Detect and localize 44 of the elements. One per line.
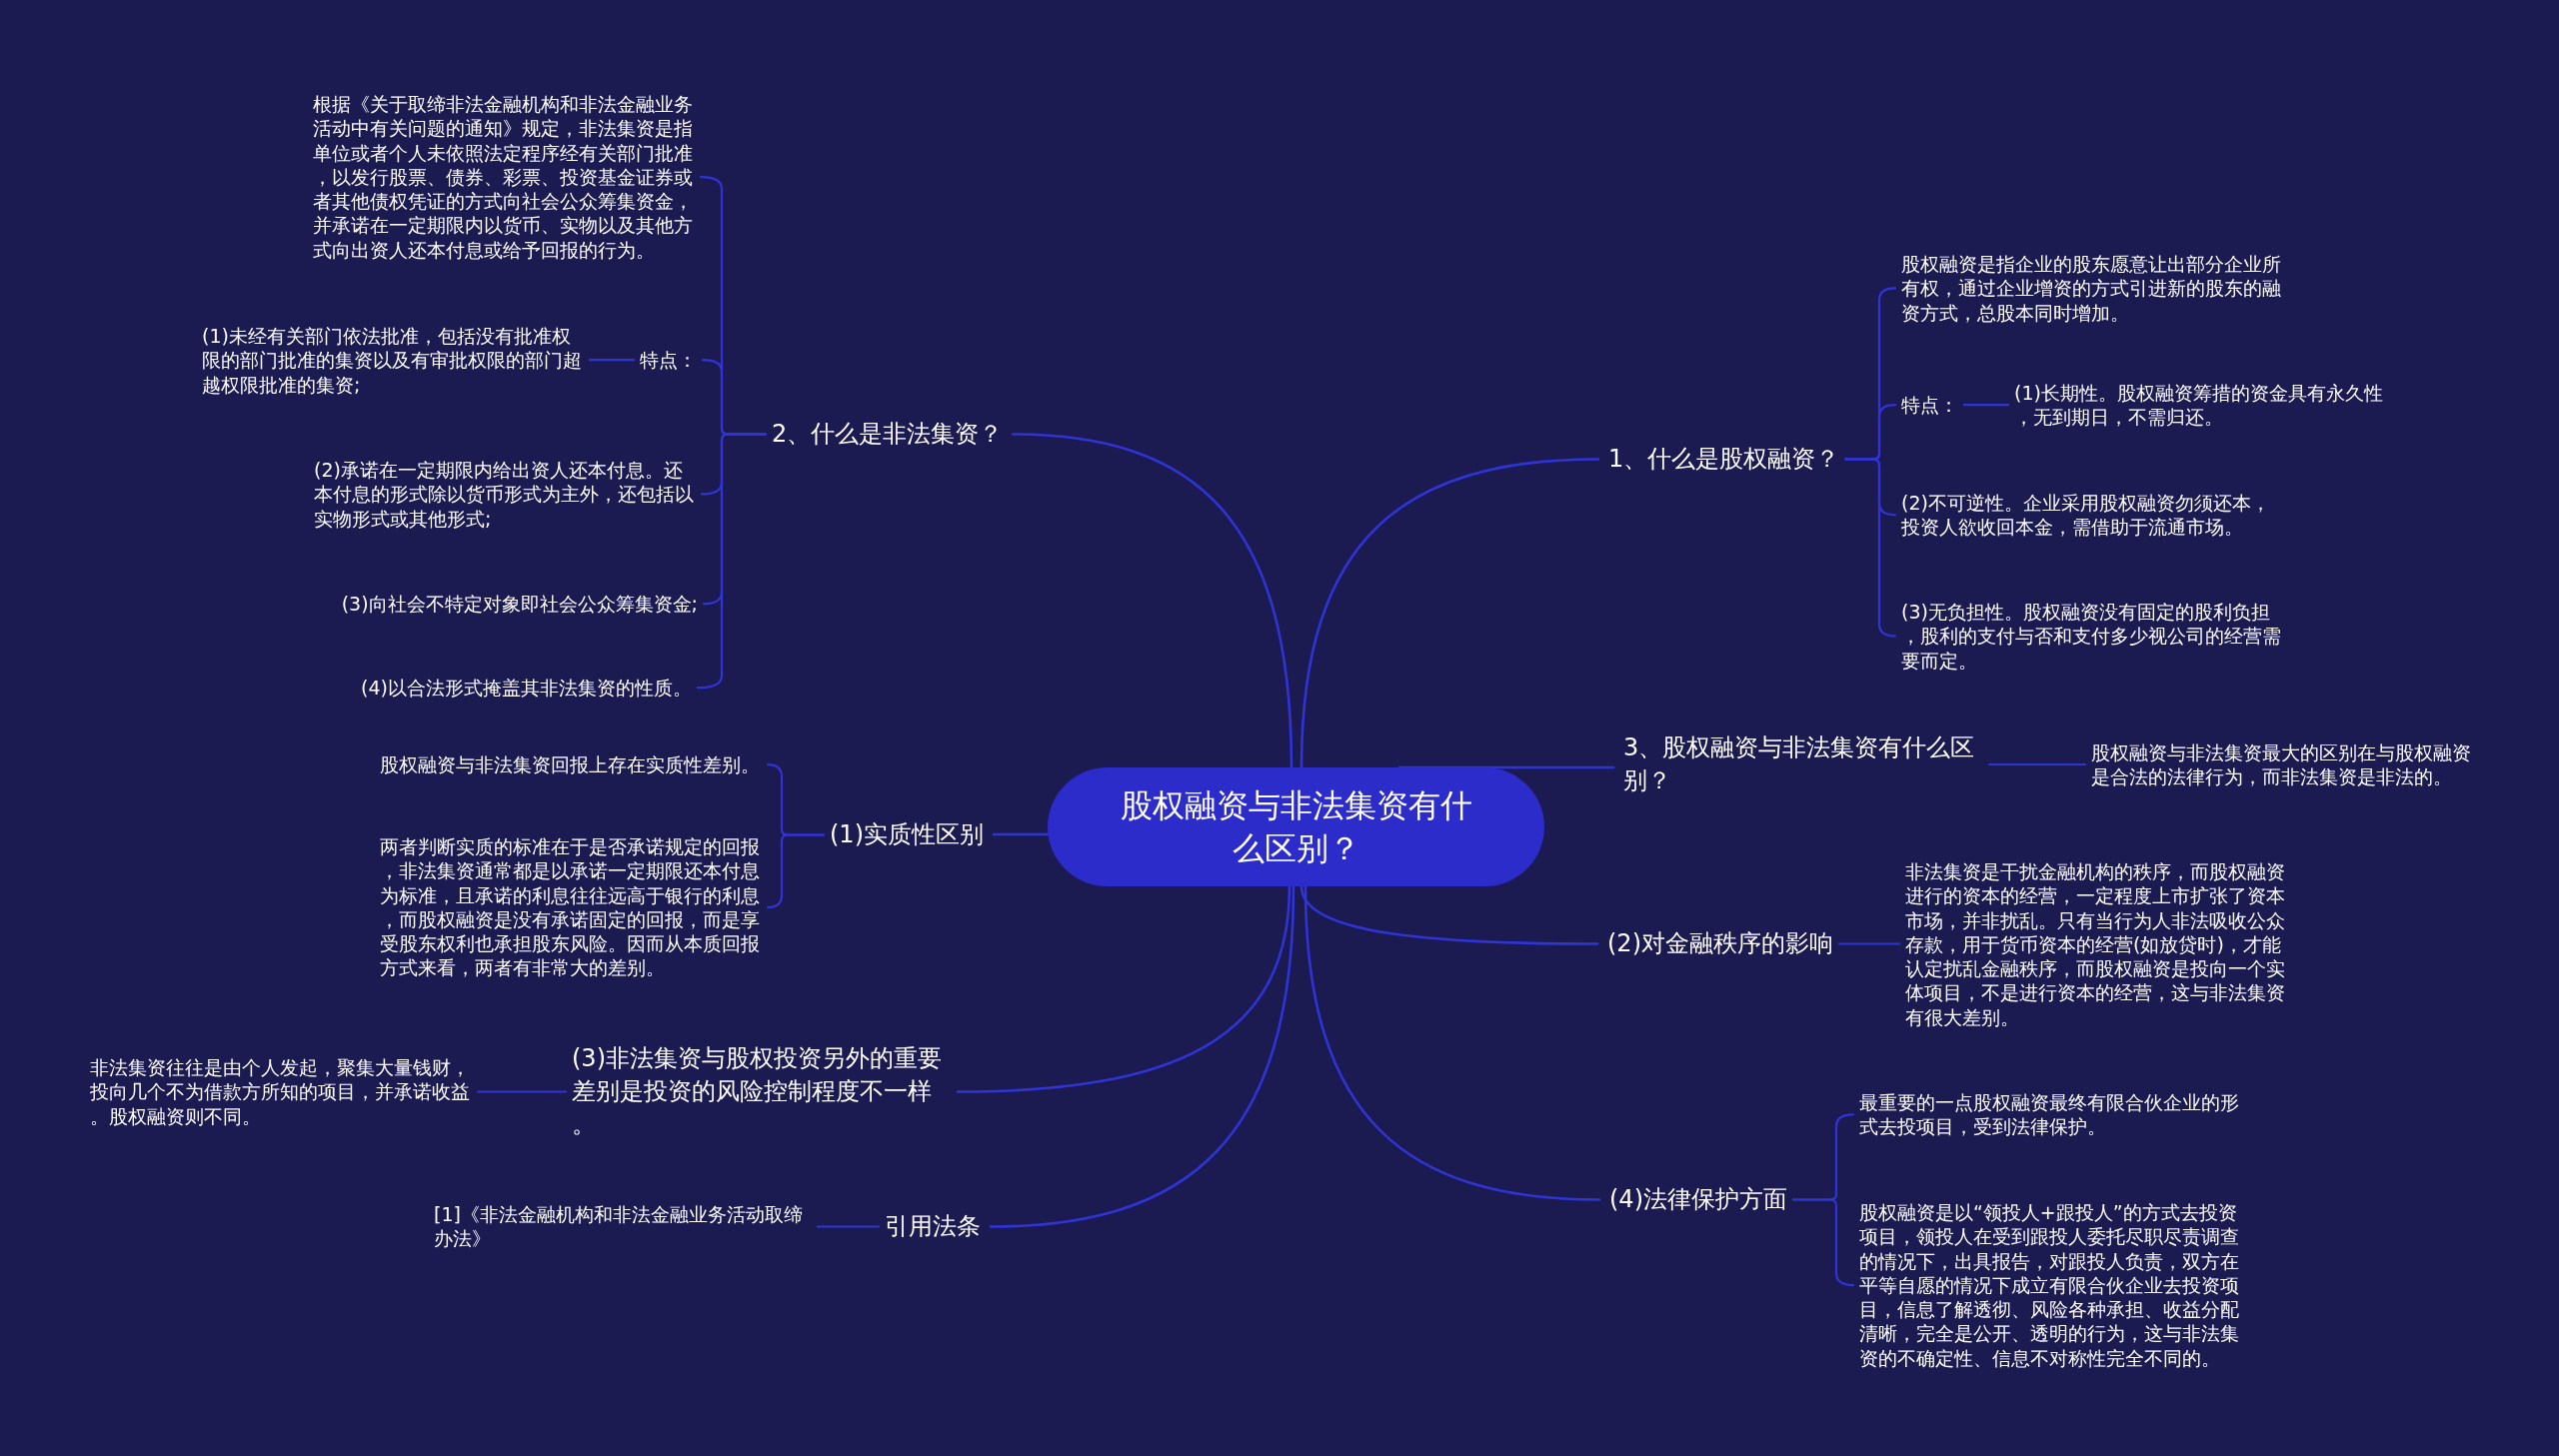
connector (1299, 884, 1599, 945)
note-text: (4)以合法形式掩盖其非法集资的性质。 (361, 676, 692, 701)
connector (1987, 762, 2087, 766)
note-text: (1)长期性。股权融资筹措的资金具有永久性，无到期日，不需归还。 (2014, 381, 2394, 430)
note-text: (2)不可逆性。企业采用股权融资勿须还本，投资人欲收回本金，需借助于流通市场。 (1901, 491, 2275, 540)
connector (766, 833, 826, 908)
note-text: (1)未经有关部门依法批准，包括没有批准权限的部门批准的集资以及有审批权限的部门超越权限批准的集资; (202, 324, 584, 397)
note-text: 股权融资与非法集资最大的区别在与股权融资是合法的法律行为，而非法集资是非法的。 (2091, 740, 2473, 789)
connector (989, 884, 1295, 1228)
branch-topic: 1、什么是股权融资？ (1608, 443, 1840, 476)
note-text: (2)承诺在一定期限内给出资人还本付息。还本付息的形式除以货币形式为主外，还包括以实物形式或其他形式; (314, 458, 696, 531)
connector (956, 884, 1291, 1093)
note-text: 股权融资是以“领投人+跟投人”的方式去投资项目，领投人在受到跟投人委托尽职尽责调查的情况下，出具报告，对跟投人负责，双方在平等自愿的情况下成立有限合伙企业去投资项目，信息了解透彻、风险各种承担、收益分配清晰，完全是公开、透明的行为，这与非法集资的不确定性、信息不对称性完全不同的。 (1859, 1200, 2241, 1371)
branch-topic: 3、股权融资与非法集资有什么区别？ (1623, 731, 1983, 797)
central-topic: 股权融资与非法集资有什么区别？ (1048, 767, 1544, 886)
connector (1844, 458, 1897, 638)
note-text: 股权融资与非法集资回报上存在实质性差别。 (380, 752, 762, 777)
branch-topic: (1)实质性区别 (830, 818, 984, 851)
note-text: 特点： (640, 348, 697, 373)
connector (476, 1090, 568, 1093)
branch-topic: (3)非法集资与股权投资另外的重要差别是投资的风险控制程度不一样。 (572, 1042, 948, 1141)
branch-topic: (4)法律保护方面 (1609, 1183, 1787, 1216)
note-text: 根据《关于取缔非法金融机构和非法金融业务活动中有关问题的通知》规定，非法集资是指单位或者个人未依照法定程序经有关部门批准，以发行股票、债券、彩票、投资基金证券或者其他债权凭证的方式向社会公众筹集资金，并承诺在一定期限内以货币、实物以及其他方式向出资人还本付息或给予回报的行为。 (313, 92, 695, 263)
note-text: 最重要的一点股权融资最终有限合伙企业的形式去投项目，受到法律保护。 (1859, 1090, 2241, 1139)
branch-topic: 引用法条 (885, 1210, 981, 1243)
connector (1962, 404, 2010, 407)
connector (1791, 1198, 1855, 1287)
note-text: 两者判断实质的标准在于是否承诺规定的回报，非法集资通常都是以承诺一定期限还本付息为标准，且承诺的利息往往远高于银行的利息，而股权融资是没有承诺固定的回报，而是享受股东权利也承担股东风险。因而从本质回报方式来看，两者有非常大的差别。 (380, 834, 762, 980)
connector (1837, 942, 1901, 945)
connector (1303, 884, 1601, 1201)
branch-topic: (2)对金融秩序的影响 (1607, 927, 1833, 960)
note-text: (3)向社会不特定对象即社会公众筹集资金; (341, 592, 698, 617)
note-text: 股权融资是指企业的股东愿意让出部分企业所有权，通过企业增资的方式引进新的股东的融资方式，总股本同时增加。 (1901, 252, 2283, 325)
note-text: 非法集资往往是由个人发起，聚集大量钱财，投向几个不为借款方所知的项目，并承诺收益。股权融资则不同。 (90, 1055, 472, 1128)
connector (588, 359, 636, 362)
connector (1397, 765, 1615, 769)
note-text: 非法集资是干扰金融机构的秩序，而股权融资进行的资本的经营，一定程度上市扩张了资本市场，并非扰乱。只有当行为人非法吸收公众存款，用于货币资本的经营(如放贷时)，才能认定扰乱金融秩序，而股权融资是投向一个实体项目，不是进行资本的经营，这与非法集资有很大差别。 (1905, 859, 2287, 1030)
connector (816, 1225, 881, 1228)
note-text: [1]《非法金融机构和非法金融业务活动取缔办法》 (434, 1202, 812, 1251)
connector (1012, 433, 1293, 769)
note-text: 特点： (1901, 393, 1958, 418)
connector (1299, 458, 1600, 769)
note-text: (3)无负担性。股权融资没有固定的股利负担，股利的支付与否和支付多少视公司的经营需要而定。 (1901, 600, 2287, 673)
branch-topic: 2、什么是非法集资？ (772, 418, 1004, 451)
